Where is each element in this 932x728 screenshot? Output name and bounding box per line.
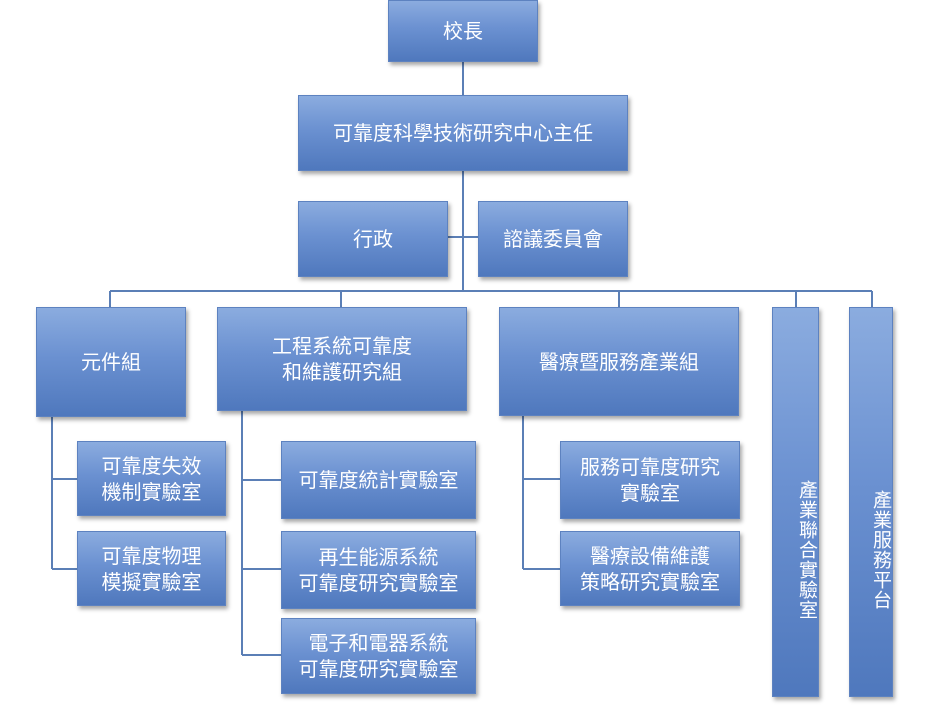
- physics-simulation-lab-box: 可靠度物理 模擬實驗室: [77, 531, 226, 606]
- advisory-committee-box: 諮議委員會: [478, 201, 628, 277]
- engineering-group-box: 工程系統可靠度 和維護研究組: [217, 307, 467, 411]
- service-reliability-lab-box: 服務可靠度研究 實驗室: [560, 441, 740, 519]
- failure-mechanism-lab-box: 可靠度失效 機制實驗室: [77, 441, 226, 516]
- director-box: 可靠度科學技術研究中心主任: [298, 95, 628, 171]
- industry-service-platform-box: 產業服務平台: [849, 307, 893, 697]
- electronics-lab-box: 電子和電器系統 可靠度研究實驗室: [281, 618, 476, 694]
- principal-box: 校長: [388, 0, 538, 62]
- industry-joint-lab-box: 產業聯合實驗室: [772, 307, 819, 697]
- statistics-lab-box: 可靠度統計實驗室: [281, 441, 476, 519]
- renewable-energy-lab-box: 再生能源系統 可靠度研究實驗室: [281, 531, 476, 609]
- medical-group-box: 醫療暨服務產業組: [499, 307, 739, 416]
- admin-box: 行政: [298, 201, 448, 277]
- medical-equipment-lab-box: 醫療設備維護 策略研究實驗室: [560, 531, 740, 606]
- component-group-box: 元件組: [36, 307, 186, 417]
